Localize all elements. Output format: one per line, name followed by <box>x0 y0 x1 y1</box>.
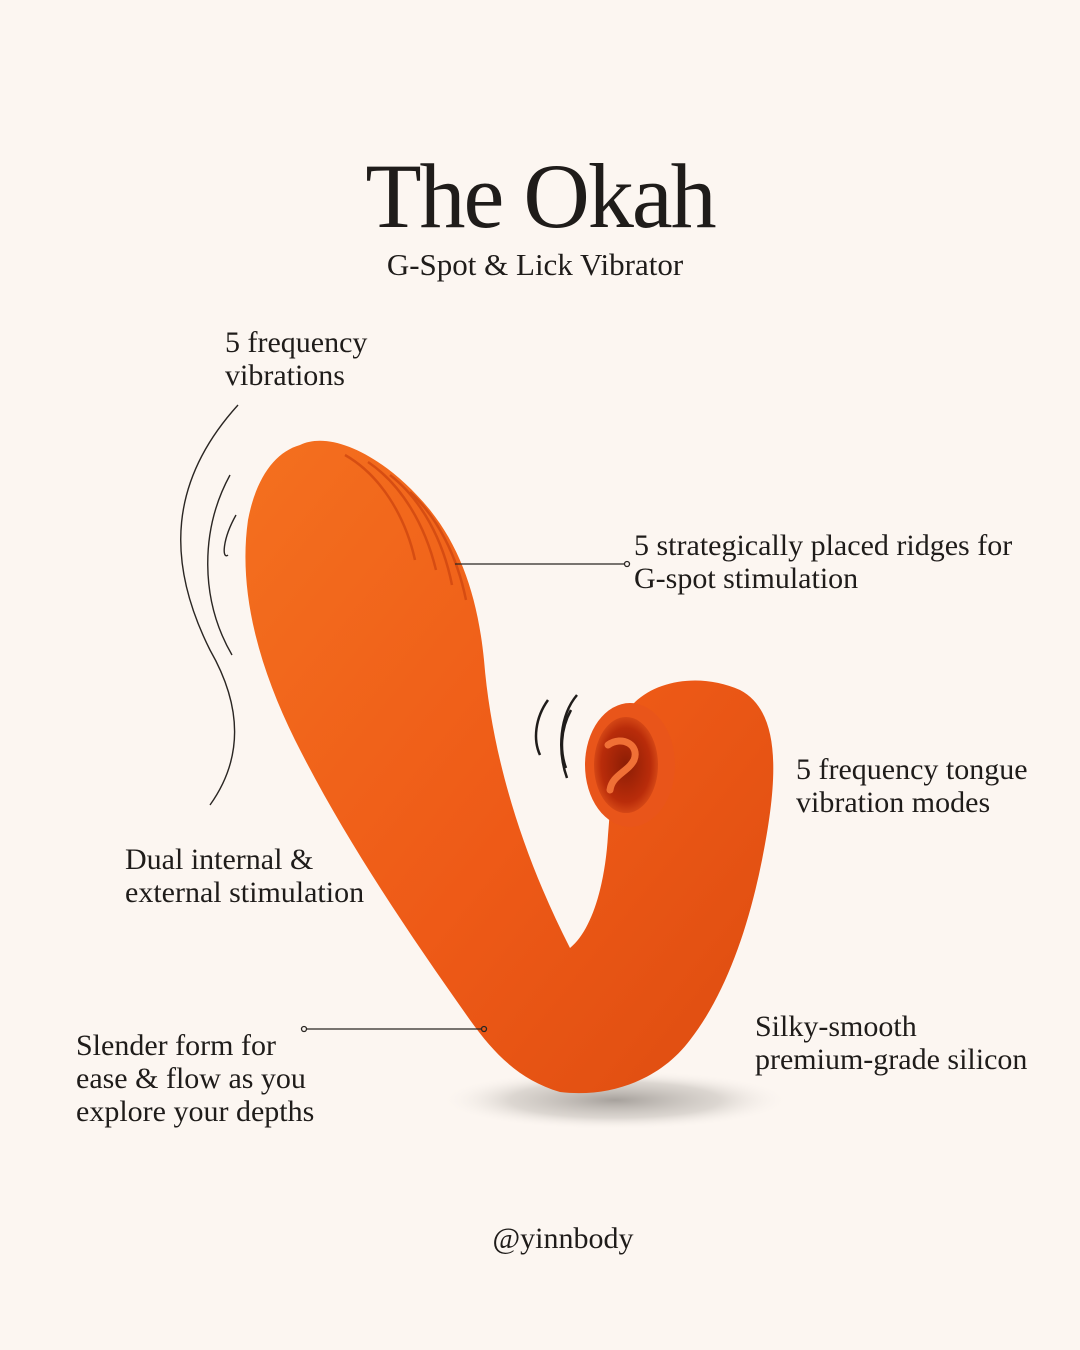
callout-vibrations: 5 frequency vibrations <box>225 326 368 392</box>
social-handle[interactable]: @yinnbody <box>492 1222 634 1255</box>
callout-tongue: 5 frequency tongue vibration modes <box>796 753 1028 819</box>
callout-slender: Slender form for ease & flow as you expl… <box>76 1029 315 1128</box>
tongue-icon <box>604 737 639 794</box>
product-body <box>245 440 774 1094</box>
ridges <box>344 453 468 601</box>
product-subtitle: G-Spot & Lick Vibrator <box>386 247 684 282</box>
vibration-lines-left <box>180 404 239 806</box>
product-title: The Okah <box>365 145 716 247</box>
product-shadow <box>440 1070 790 1130</box>
vibration-lines-mouth <box>534 694 578 779</box>
callout-silicone: Silky-smooth premium-grade silicon <box>755 1010 1028 1076</box>
callout-dual: Dual internal & external stimulation <box>125 843 365 909</box>
leader-lines <box>300 560 631 1033</box>
callout-ridges: 5 strategically placed ridges for G-spot… <box>634 529 1013 595</box>
